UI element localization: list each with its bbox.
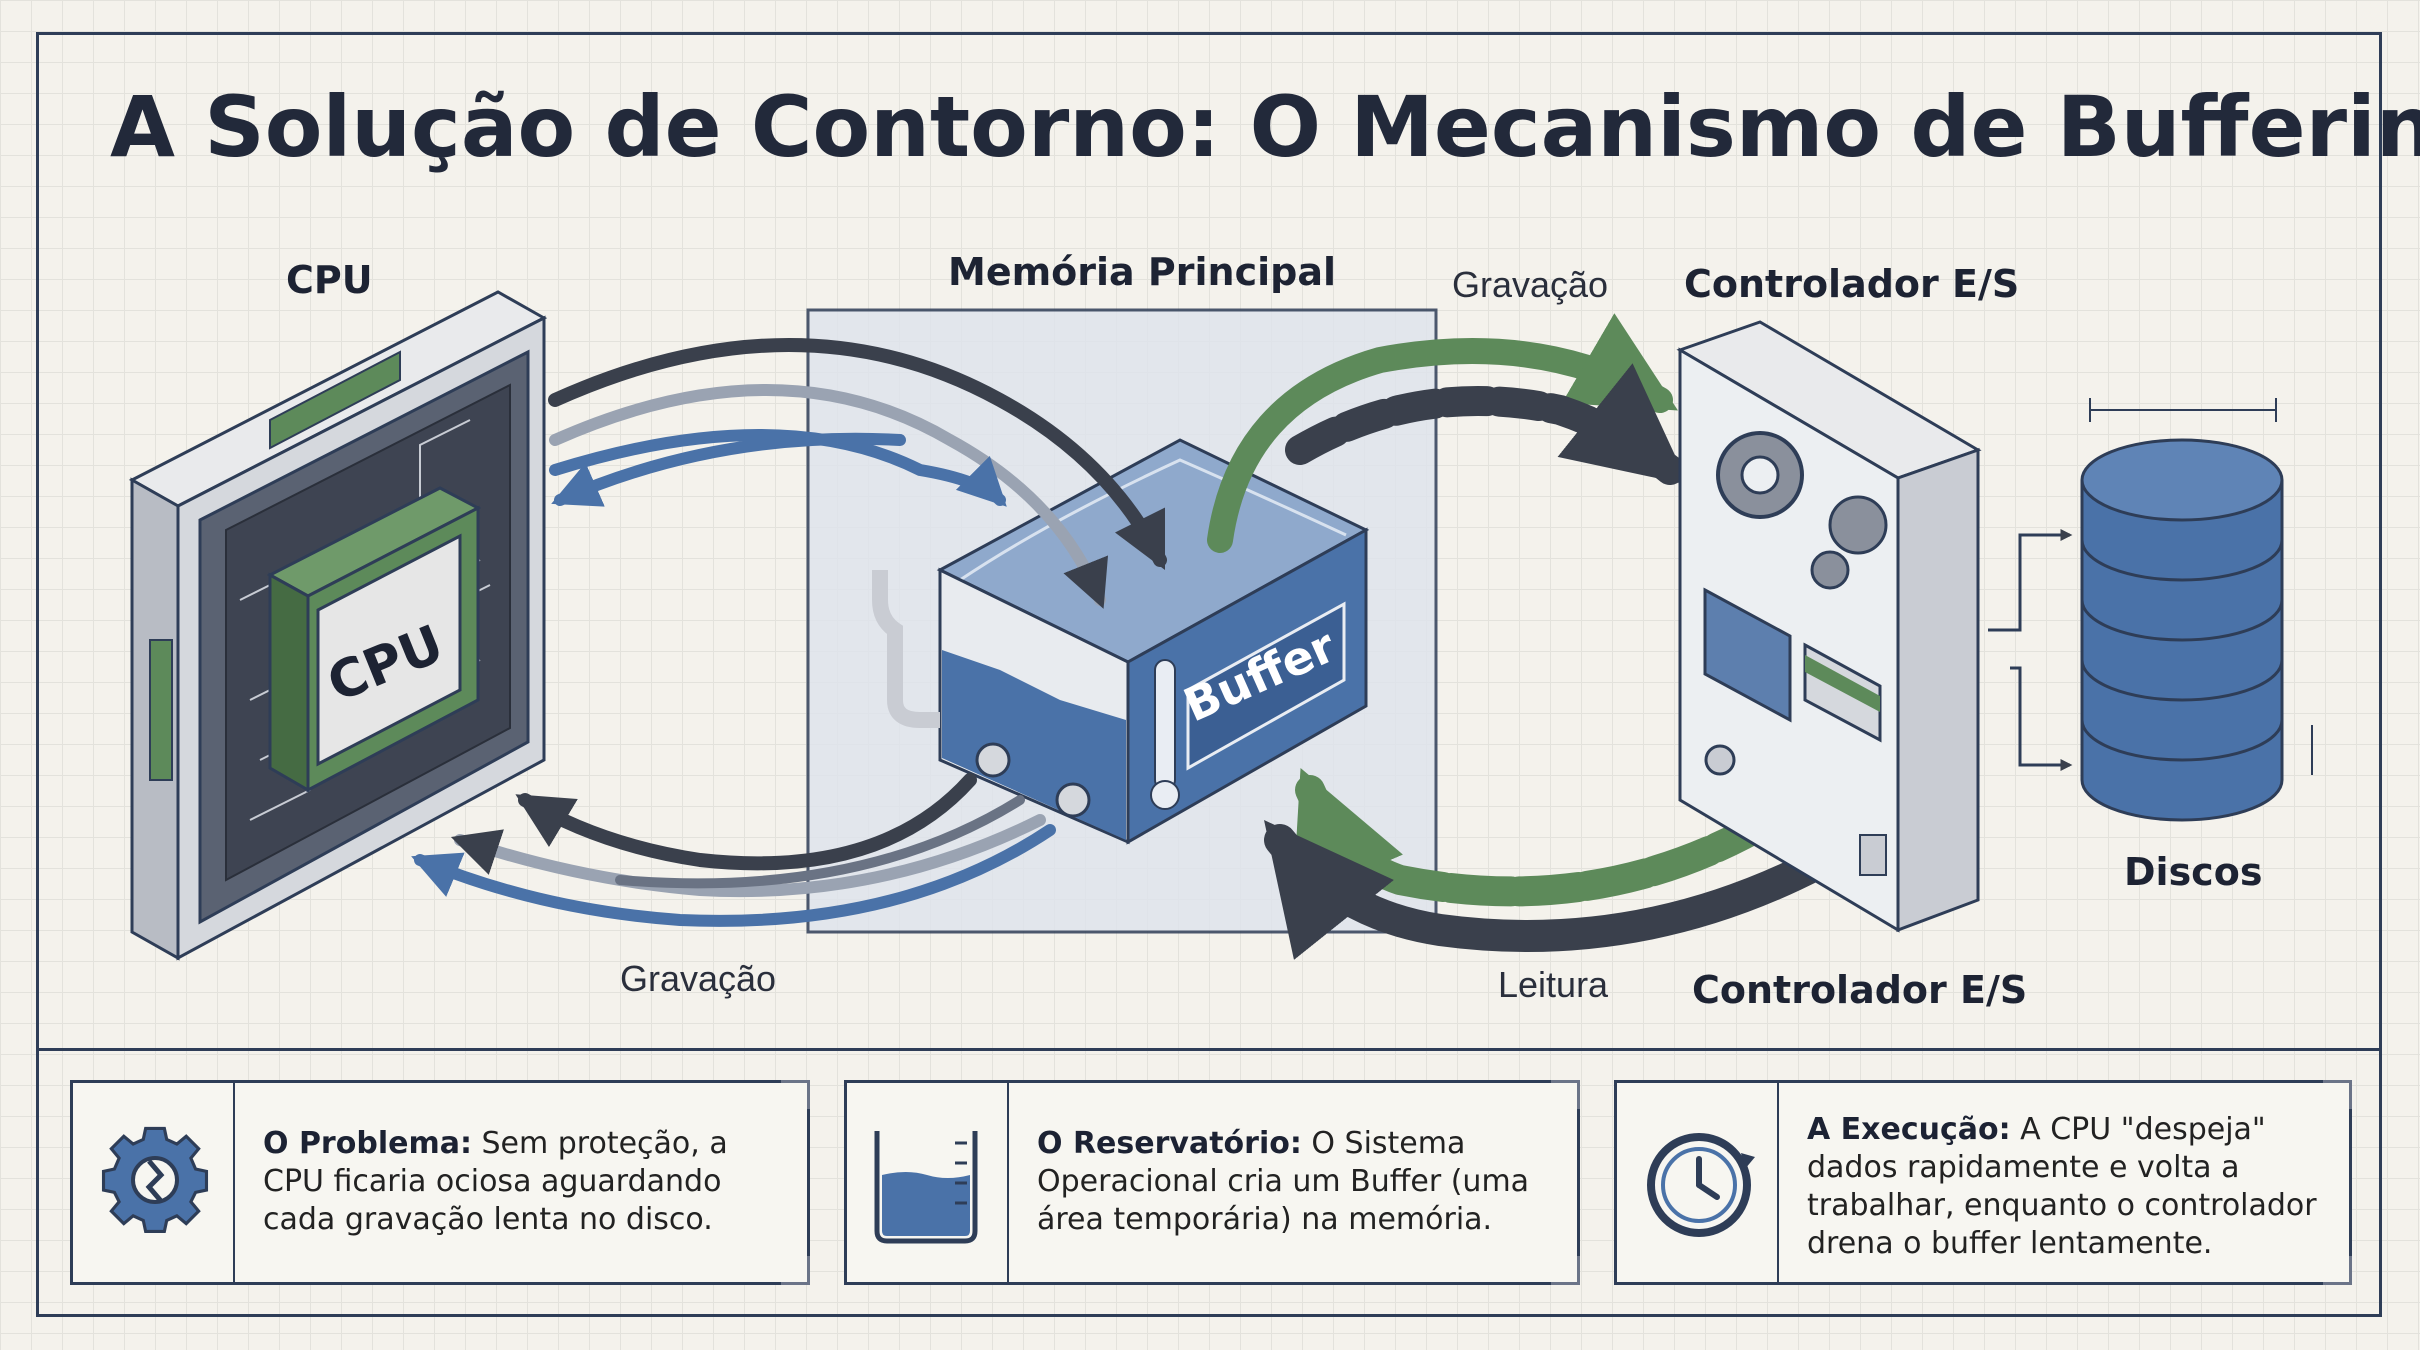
reservoir-text: O Reservatório: O Sistema Operacional cr… (1037, 1125, 1557, 1239)
buffer-tank (872, 438, 1370, 845)
problem-text: O Problema: Sem proteção, a CPU ficaria … (263, 1125, 787, 1239)
buffer-to-cpu-arrows (411, 773, 1056, 927)
execution-body: A CPU "despeja" dados rapidamente e volt… (1807, 1112, 2317, 1261)
problem-icon-cell (73, 1083, 235, 1282)
buffering-diagram: CPU Buffer (128, 290, 2313, 961)
execution-heading: A Execução: (1807, 1112, 2011, 1147)
cpu-to-buffer-arrows (548, 338, 1167, 609)
page-title: A Solução de Contorno: O Mecanismo de Bu… (110, 78, 2420, 176)
problem-heading: O Problema: (263, 1126, 472, 1161)
divider (36, 1048, 2382, 1051)
problem-card: O Problema: Sem proteção, a CPU ficaria … (70, 1080, 810, 1285)
controller-to-disks-connectors (1988, 529, 2073, 771)
disk-stack (2080, 398, 2313, 822)
reservoir-card: O Reservatório: O Sistema Operacional cr… (844, 1080, 1580, 1285)
buffer-to-controller-arrows (1207, 313, 1689, 553)
read-label: Leitura (1498, 964, 1609, 1005)
write-label-bottom: Gravação (620, 958, 777, 999)
cpu-label: CPU (286, 258, 373, 302)
memory-label: Memória Principal (948, 250, 1337, 294)
reservoir-icon-cell (847, 1083, 1009, 1282)
cpu-board (128, 290, 548, 961)
clock-refresh-icon (1647, 1133, 1755, 1237)
problem-body: Sem proteção, a CPU ficaria ociosa aguar… (263, 1126, 728, 1237)
execution-text: A Execução: A CPU "despeja" dados rapida… (1807, 1111, 2329, 1263)
controller-label-top: Controlador E/S (1684, 262, 2020, 306)
gear-broken-icon (101, 1126, 209, 1233)
controller-label-bottom: Controlador E/S (1692, 968, 2028, 1012)
disks-label: Discos (2124, 850, 2263, 894)
controller-to-buffer-arrows (1264, 767, 1876, 960)
reservoir-heading: O Reservatório: (1037, 1126, 1302, 1161)
execution-card: A Execução: A CPU "despeja" dados rapida… (1614, 1080, 2352, 1285)
beaker-icon (874, 1131, 978, 1244)
reservoir-body: O Sistema Operacional cria um Buffer (um… (1037, 1126, 1530, 1237)
io-controller (1676, 320, 1982, 933)
execution-icon-cell (1617, 1083, 1779, 1282)
write-label-top: Gravação (1452, 264, 1609, 305)
frame (36, 32, 2382, 1317)
